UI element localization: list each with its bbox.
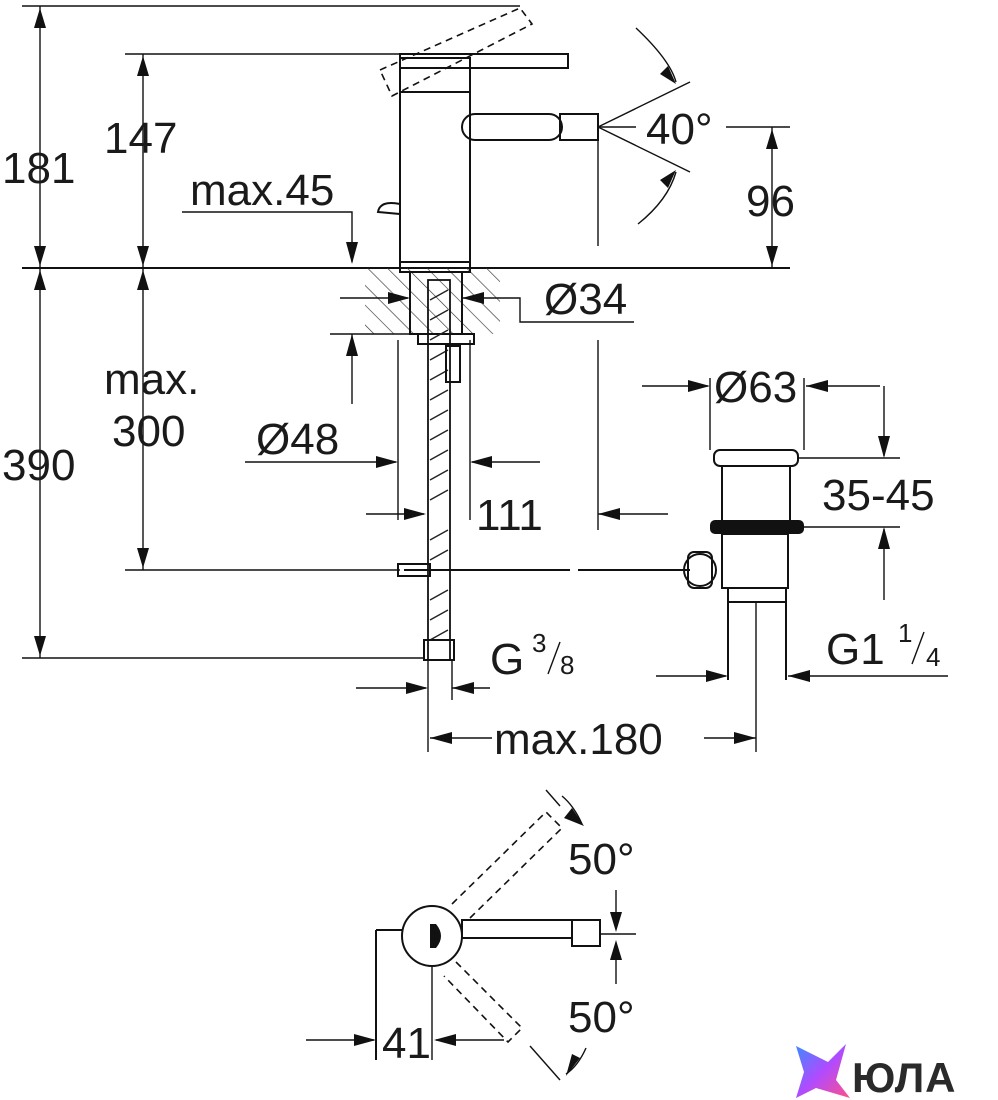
top-view [306,789,636,1081]
side-view [22,5,948,752]
label-147: 147 [104,114,177,163]
brand-name: ЮЛА [852,1054,957,1100]
label-max180: max.180 [494,715,663,764]
label-g114-num: 1 [898,618,912,648]
label-dia48: Ø48 [256,415,339,464]
mounting-nut [417,333,475,345]
label-max300-line1: max. [104,355,199,404]
label-g38-base: G [490,635,524,684]
label-41: 41 [382,1019,431,1068]
label-g38-den: 8 [560,650,574,680]
spout [461,113,563,141]
label-max300-line2: 300 [112,407,185,456]
lever-swing-left [451,810,564,919]
label-angle50-bottom: 50° [568,993,635,1042]
label-max45: max.45 [190,166,334,215]
label-390: 390 [2,441,75,490]
spout-top [461,919,573,939]
label-g38-num: 3 [532,628,546,658]
hose-connector [423,639,455,661]
label-g1-1-4: G1 1 4 [826,618,940,674]
aerator [559,113,599,141]
faucet-body [399,57,471,263]
label-181: 181 [2,144,75,193]
label-g114-base: G1 [826,625,885,674]
label-dia63: Ø63 [714,363,797,412]
label-g3-8: G 3 8 [490,628,574,684]
lever-handle [399,53,569,69]
popup-knob [376,202,401,216]
label-35-45: 35-45 [822,471,935,520]
brand-logo-icon [796,1044,850,1098]
label-g114-den: 4 [926,642,940,672]
label-111: 111 [476,491,543,540]
label-96: 96 [746,177,795,226]
label-angle50-top: 50° [568,835,635,884]
brand-watermark: ЮЛА [796,1044,957,1100]
label-angle40: 40° [646,105,713,154]
label-dia34: Ø34 [544,275,627,324]
lever-swing-right [443,961,524,1044]
pop-up-waste [683,449,804,680]
lever-open-position [378,7,534,98]
